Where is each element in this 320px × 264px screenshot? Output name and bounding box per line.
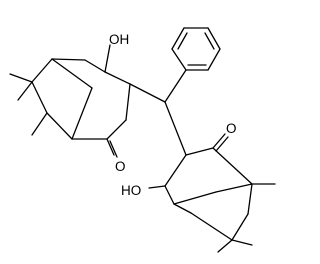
phenyl-ring [171, 27, 221, 71]
right-carbonyl-bond [212, 133, 229, 152]
left-carbonyl-bond [106, 138, 118, 158]
right-hydroxyl-bond [148, 185, 166, 189]
carbonyl-oxygen-label-left: O [115, 159, 126, 174]
hydroxyl-label-top: OH [109, 32, 129, 47]
left-bicyclic-cage [31, 58, 131, 140]
right-methyl-groups [217, 183, 276, 253]
carbonyl-oxygen-label-right: O [226, 121, 237, 136]
central-methine-bonds [129, 69, 187, 156]
left-hydroxyl-bond [104, 44, 111, 73]
chemical-structure: OH O O HO [9, 27, 276, 253]
left-gem-dimethyl [9, 73, 33, 101]
hydroxyl-label-bottom: HO [121, 183, 141, 198]
right-bicyclic-cage [164, 147, 253, 241]
